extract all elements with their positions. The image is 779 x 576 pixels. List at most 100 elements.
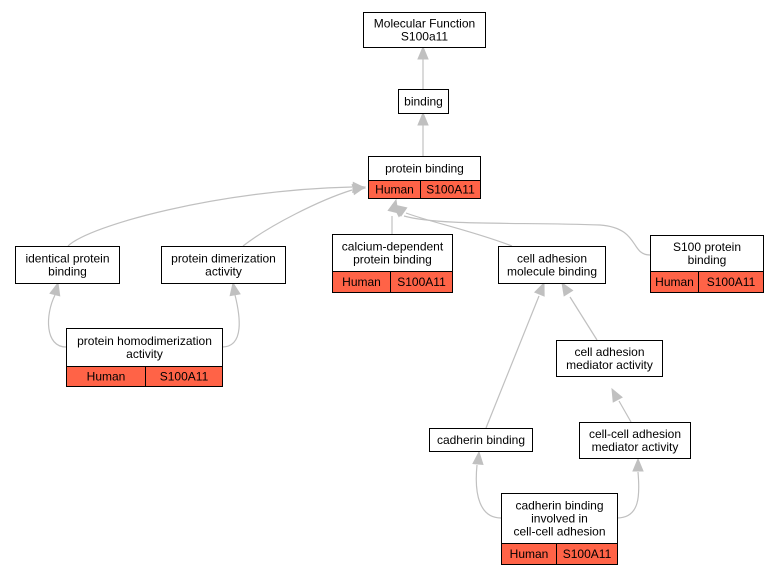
edge-line <box>221 294 240 348</box>
arrowhead-icon <box>561 281 574 297</box>
term-label: S100a11 <box>401 30 448 44</box>
edge-ipb-to-pb <box>67 181 367 247</box>
gene-cell <box>420 180 481 199</box>
term-box <box>498 246 606 284</box>
term-label: mediator activity <box>566 358 653 372</box>
annotation-row: Human S100A11 <box>368 180 481 199</box>
edge-cbicca-to-ccama <box>616 457 644 519</box>
species-label: Human <box>655 275 694 289</box>
edge-phda-to-pda <box>221 281 241 348</box>
species-label: Human <box>375 183 414 197</box>
term-box <box>556 340 663 377</box>
species-label: Human <box>87 370 126 384</box>
edge-line <box>405 212 513 247</box>
gene-label: S100A11 <box>397 275 446 289</box>
term-label: S100 protein <box>673 240 741 254</box>
edge-line <box>616 471 640 519</box>
gene-label: S100A11 <box>707 275 756 289</box>
arrowhead-icon <box>417 45 429 60</box>
term-label: cadherin binding <box>515 499 603 513</box>
edge-line <box>475 464 502 519</box>
species-label: Human <box>510 547 549 561</box>
arrowhead-icon <box>632 457 644 472</box>
edge-binding-to-mf <box>417 45 429 89</box>
term-label: binding <box>688 253 727 267</box>
term-label: binding <box>48 265 87 279</box>
term-node-cb: cadherin binding <box>429 428 533 452</box>
term-box <box>332 234 453 272</box>
gene-cell <box>145 366 223 387</box>
arrowhead-icon <box>351 183 367 196</box>
arrowhead-icon <box>472 450 484 465</box>
annotation-row: Human S100A11 <box>501 543 618 565</box>
edge-pb-to-binding <box>417 111 429 156</box>
term-label: Molecular Function <box>374 17 475 31</box>
edge-line <box>485 295 540 429</box>
term-label: involved in <box>531 512 588 526</box>
arrowhead-icon <box>417 111 429 126</box>
edge-s100-to-pb <box>392 204 651 256</box>
term-label: protein homodimerization <box>77 334 212 348</box>
gene-cell <box>390 271 453 293</box>
term-label: cell-cell adhesion <box>513 525 605 539</box>
term-label: activity <box>126 347 163 361</box>
term-label: mediator activity <box>592 440 679 454</box>
annotation-row: Human S100A11 <box>650 271 764 293</box>
term-box <box>429 428 533 452</box>
edge-pda-to-pb <box>242 183 367 247</box>
edge-cbicca-to-cb <box>472 450 502 519</box>
arrowhead-icon <box>392 204 407 218</box>
edge-line <box>403 215 651 256</box>
term-label: protein dimerization <box>171 252 276 266</box>
term-box <box>579 422 691 459</box>
term-box <box>363 12 486 48</box>
gene-cell <box>698 271 764 293</box>
edge-line <box>569 296 598 341</box>
gene-label: S100A11 <box>563 547 612 561</box>
annotation-row: Human S100A11 <box>332 271 453 293</box>
term-label: cell adhesion <box>574 345 644 359</box>
term-box <box>501 493 618 544</box>
term-label: cell-cell adhesion <box>589 427 681 441</box>
edge-line <box>618 400 632 423</box>
term-label: protein binding <box>353 253 432 267</box>
gene-cell <box>556 543 618 565</box>
gene-label: S100A11 <box>160 370 209 384</box>
term-node-binding: binding <box>398 89 449 114</box>
gene-label: S100A11 <box>426 183 475 197</box>
edge-cb-to-camb <box>485 281 545 429</box>
edge-phda-to-ipb <box>47 281 67 348</box>
term-label: protein binding <box>385 162 464 176</box>
arrowhead-icon <box>611 387 623 403</box>
annotation-row: Human S100A11 <box>66 366 223 387</box>
term-box <box>650 235 764 272</box>
term-box <box>66 328 223 367</box>
term-box <box>161 246 286 284</box>
term-label: identical protein <box>25 252 109 266</box>
term-label: cadherin binding <box>437 433 525 447</box>
arrowhead-icon <box>229 281 241 297</box>
arrowhead-icon <box>533 281 545 297</box>
arrowhead-icon <box>49 281 61 297</box>
term-label: calcium-dependent <box>342 240 444 254</box>
edge-ccama-to-cama <box>611 387 632 423</box>
term-label: cell adhesion <box>517 252 587 266</box>
term-box <box>398 89 449 114</box>
term-box <box>368 156 481 181</box>
term-label: molecule binding <box>507 265 597 279</box>
term-label: binding <box>404 95 443 109</box>
term-box <box>15 246 120 284</box>
species-label: Human <box>342 275 381 289</box>
